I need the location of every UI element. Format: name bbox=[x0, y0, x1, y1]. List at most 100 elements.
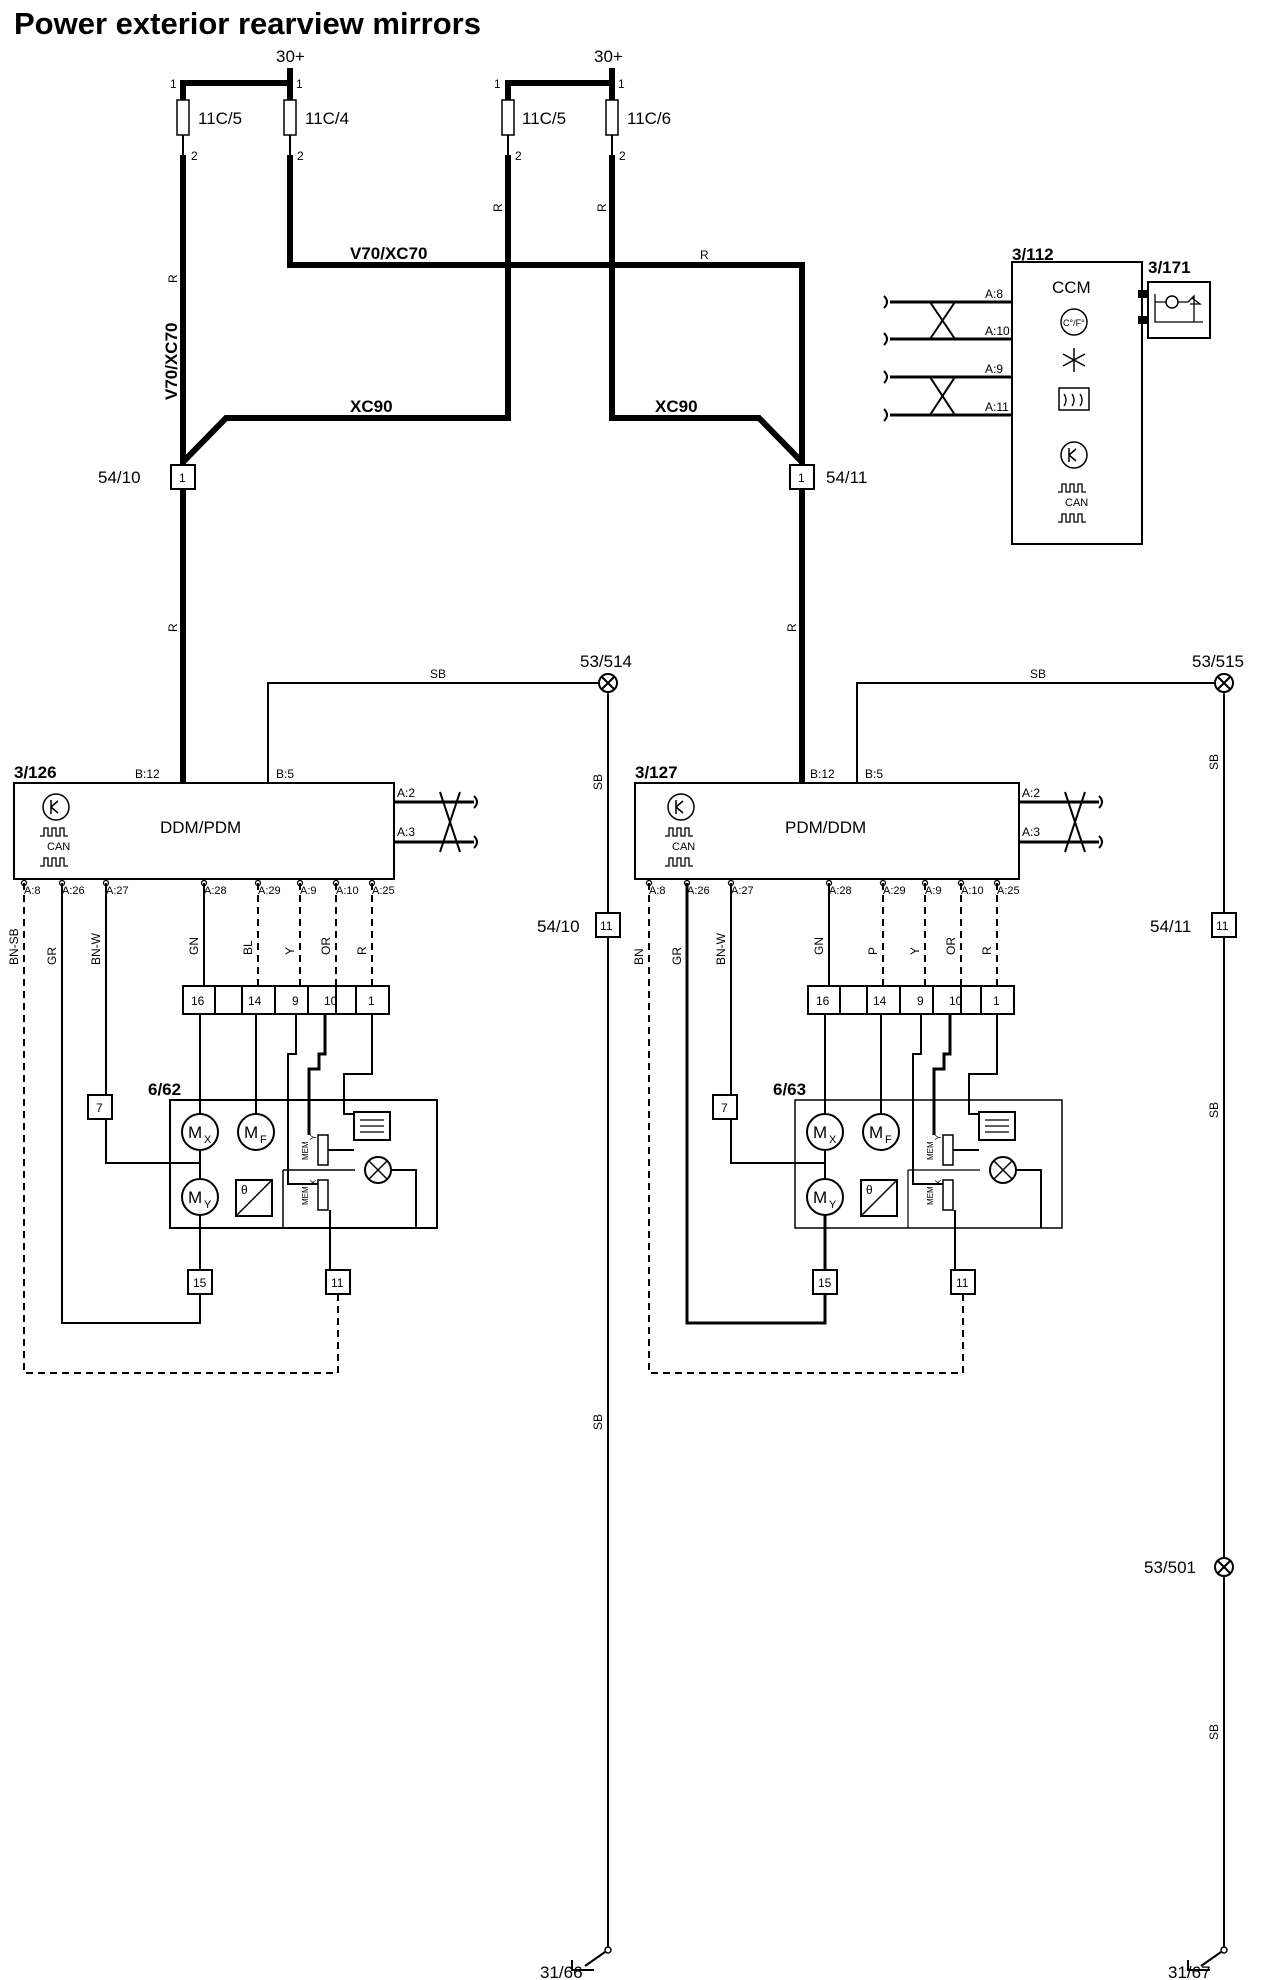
svg-text:2: 2 bbox=[619, 149, 626, 163]
svg-text:GR: GR bbox=[45, 947, 59, 965]
module-3-127: 3/127 PDM/DDM CAN B:12 B:5 A:2 A:3 A:8 A… bbox=[632, 763, 1103, 1374]
svg-text:A:29: A:29 bbox=[883, 885, 906, 897]
wire-r-v70-crossing bbox=[287, 155, 805, 465]
svg-text:BN: BN bbox=[632, 948, 646, 965]
wire-color-sb-2: SB bbox=[1030, 667, 1046, 681]
svg-text:16: 16 bbox=[816, 994, 830, 1008]
svg-text:53/501: 53/501 bbox=[1144, 1558, 1196, 1577]
svg-text:1: 1 bbox=[368, 994, 375, 1008]
wire-color-sb-5: SB bbox=[591, 1414, 605, 1430]
svg-text:M: M bbox=[869, 1123, 883, 1142]
svg-text:54/11: 54/11 bbox=[826, 468, 867, 487]
svg-text:CCM: CCM bbox=[1052, 278, 1091, 297]
wire-color-r-2: R bbox=[491, 203, 505, 212]
svg-text:A:9: A:9 bbox=[925, 885, 942, 897]
svg-text:A:10: A:10 bbox=[985, 324, 1010, 338]
svg-text:B:12: B:12 bbox=[810, 767, 835, 781]
svg-text:A:25: A:25 bbox=[372, 885, 395, 897]
svg-text:7: 7 bbox=[721, 1101, 728, 1115]
svg-text:OR: OR bbox=[944, 937, 958, 955]
svg-text:OR: OR bbox=[319, 937, 333, 955]
fuse-11c5-right: 11C/5 1 2 bbox=[494, 77, 566, 163]
svg-text:A:10: A:10 bbox=[961, 885, 984, 897]
connector-54-11-pin1: 1 54/11 bbox=[789, 464, 867, 490]
wire-color-sb-3: SB bbox=[591, 774, 605, 790]
svg-text:A:9: A:9 bbox=[985, 362, 1003, 376]
wire-sb-pdm-b5 bbox=[856, 682, 1215, 783]
svg-text:PDM/DDM: PDM/DDM bbox=[785, 818, 866, 837]
svg-text:53/515: 53/515 bbox=[1192, 652, 1244, 671]
svg-text:9: 9 bbox=[917, 994, 924, 1008]
svg-text:6/63: 6/63 bbox=[773, 1080, 806, 1099]
svg-text:M: M bbox=[813, 1123, 827, 1142]
svg-text:A:26: A:26 bbox=[687, 885, 710, 897]
wire-color-sb-6: SB bbox=[1207, 1102, 1221, 1118]
svg-text:M: M bbox=[813, 1188, 827, 1207]
svg-text:3/171: 3/171 bbox=[1148, 258, 1191, 277]
svg-text:54/10: 54/10 bbox=[98, 468, 141, 487]
fuse-11c5-left: 11C/5 1 2 bbox=[170, 77, 242, 163]
svg-text:A:29: A:29 bbox=[258, 885, 281, 897]
svg-text:11C/4: 11C/4 bbox=[305, 109, 349, 128]
svg-text:M: M bbox=[244, 1123, 258, 1142]
svg-text:BN-W: BN-W bbox=[89, 932, 103, 965]
svg-text:10: 10 bbox=[949, 994, 963, 1008]
svg-text:DDM/PDM: DDM/PDM bbox=[160, 818, 241, 837]
connector-54-10-pin11: 11 54/10 bbox=[537, 912, 621, 938]
svg-text:2: 2 bbox=[191, 149, 198, 163]
ground-53-501: 53/501 bbox=[1144, 1557, 1234, 1577]
svg-text:15: 15 bbox=[193, 1276, 207, 1290]
svg-text:14: 14 bbox=[248, 994, 262, 1008]
svg-text:10: 10 bbox=[324, 994, 338, 1008]
wire-r-xc90-left bbox=[180, 155, 511, 465]
wire-color-r-1: R bbox=[166, 274, 180, 283]
svg-text:M: M bbox=[188, 1188, 202, 1207]
svg-text:M: M bbox=[188, 1123, 202, 1142]
svg-text:θ: θ bbox=[241, 1183, 248, 1197]
variant-label-v70-top: V70/XC70 bbox=[350, 244, 428, 263]
svg-text:B:5: B:5 bbox=[276, 767, 294, 781]
svg-text:54/11: 54/11 bbox=[1150, 917, 1191, 936]
svg-text:CAN: CAN bbox=[47, 841, 70, 853]
svg-text:R: R bbox=[355, 946, 369, 955]
svg-text:B:5: B:5 bbox=[865, 767, 883, 781]
earth-31-66: 31/66 bbox=[540, 1946, 612, 1980]
svg-text:B:12: B:12 bbox=[135, 767, 160, 781]
supply-label-right: 30+ bbox=[594, 47, 623, 66]
svg-text:7: 7 bbox=[96, 1101, 103, 1115]
wire-color-r-3: R bbox=[595, 203, 609, 212]
svg-text:X: X bbox=[309, 1179, 318, 1185]
svg-text:A:11: A:11 bbox=[985, 400, 1009, 414]
svg-text:2: 2 bbox=[515, 149, 522, 163]
svg-text:Y: Y bbox=[283, 947, 297, 955]
svg-text:BN-SB: BN-SB bbox=[7, 928, 21, 965]
svg-text:A:10: A:10 bbox=[336, 885, 359, 897]
svg-text:A:9: A:9 bbox=[300, 885, 317, 897]
svg-text:Y: Y bbox=[908, 947, 922, 955]
svg-text:15: 15 bbox=[818, 1276, 832, 1290]
svg-text:A:2: A:2 bbox=[397, 786, 415, 800]
ground-53-515: 53/515 bbox=[1192, 652, 1244, 693]
svg-text:11C/6: 11C/6 bbox=[627, 109, 671, 128]
fuse-11c4: 11C/4 1 2 bbox=[283, 77, 349, 163]
svg-text:A:28: A:28 bbox=[829, 885, 852, 897]
svg-text:1: 1 bbox=[993, 994, 1000, 1008]
svg-text:MEM: MEM bbox=[926, 1141, 935, 1160]
svg-text:1: 1 bbox=[179, 471, 186, 485]
variant-label-xc90-right: XC90 bbox=[655, 397, 698, 416]
supply-label-left: 30+ bbox=[276, 47, 305, 66]
svg-text:3/112: 3/112 bbox=[1012, 245, 1054, 264]
svg-text:A:2: A:2 bbox=[1022, 786, 1040, 800]
wire-color-sb-1: SB bbox=[430, 667, 446, 681]
svg-text:31/67: 31/67 bbox=[1168, 1963, 1211, 1980]
svg-text:1: 1 bbox=[798, 471, 805, 485]
svg-text:1: 1 bbox=[494, 77, 501, 91]
svg-text:A:27: A:27 bbox=[106, 885, 129, 897]
svg-text:A:25: A:25 bbox=[997, 885, 1020, 897]
svg-text:11C/5: 11C/5 bbox=[198, 109, 242, 128]
svg-text:GN: GN bbox=[812, 937, 826, 955]
wire-color-r-5: R bbox=[166, 623, 180, 632]
svg-text:Y: Y bbox=[829, 1199, 837, 1211]
svg-text:54/10: 54/10 bbox=[537, 917, 580, 936]
